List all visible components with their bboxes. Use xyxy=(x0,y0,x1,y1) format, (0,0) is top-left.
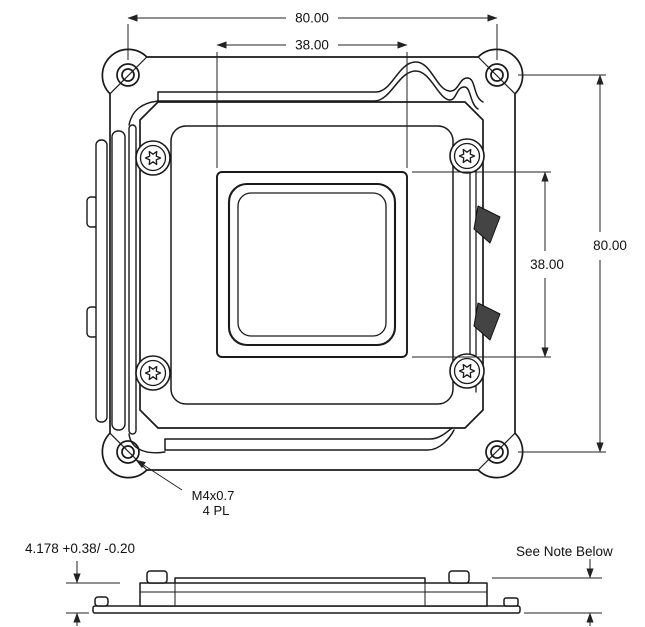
socket-cavity-outer xyxy=(216,171,408,358)
ilm-frame xyxy=(139,101,484,429)
dim-height-outer-lines xyxy=(518,74,606,453)
dim-height-outer-label: 80.00 xyxy=(593,238,627,253)
load-lever-left xyxy=(86,100,166,454)
hole-callout-line1: M4x0.7 xyxy=(192,488,235,503)
hole-callout-leader xyxy=(135,459,183,491)
side-lever-tip-left xyxy=(94,596,109,607)
side-note-label: See Note Below xyxy=(516,544,613,559)
side-height-dim-label: 4.178 +0.38/ -0.20 xyxy=(25,541,135,556)
corner-hole-bottom-right xyxy=(485,440,509,464)
load-plate-frame xyxy=(170,125,454,405)
dimension-texts: 80.00 38.00 80.00 38.00 M4x0.7 4 PL 4.17… xyxy=(25,11,627,560)
dim-height-inner-label: 38.00 xyxy=(530,257,564,272)
socket-cavity-mid xyxy=(227,182,397,347)
dim-width-outer-lines xyxy=(127,14,498,60)
dim-width-inner-lines xyxy=(216,41,408,168)
right-latch-upper xyxy=(473,205,501,244)
dimension-lines xyxy=(66,14,606,626)
socket-cavity-inner xyxy=(237,192,387,337)
side-screw-bump-left xyxy=(146,570,168,584)
corner-hole-top-left xyxy=(116,63,140,87)
torx-screw-bottom-right xyxy=(449,353,485,389)
top-view xyxy=(86,48,524,479)
dim-width-outer-label: 80.00 xyxy=(295,11,329,26)
side-screw-bump-right xyxy=(448,570,470,584)
side-view xyxy=(92,570,521,614)
torx-screw-top-left xyxy=(135,140,171,176)
load-lever-top-arm xyxy=(157,61,484,110)
dim-width-inner-label: 38.00 xyxy=(295,38,329,53)
side-socket-body xyxy=(139,582,488,607)
side-base-plate xyxy=(92,605,521,614)
right-latch-lower xyxy=(473,302,501,341)
side-raised-center xyxy=(174,577,426,584)
corner-hole-bottom-left xyxy=(116,440,140,464)
torx-screw-top-right xyxy=(449,138,485,174)
dim-side-height-lines xyxy=(66,561,120,626)
side-tab-right xyxy=(503,597,519,607)
dim-side-note-lines xyxy=(492,559,602,626)
right-rail xyxy=(469,149,477,393)
side-body-detail-lines xyxy=(139,582,488,607)
dim-height-inner-lines xyxy=(412,171,551,358)
plate-outline xyxy=(101,48,524,479)
torx-screw-bottom-left xyxy=(135,355,171,391)
hole-callout-line2: 4 PL xyxy=(203,503,230,518)
load-lever-bottom-arm xyxy=(164,427,455,451)
corner-hole-top-right xyxy=(485,63,509,87)
